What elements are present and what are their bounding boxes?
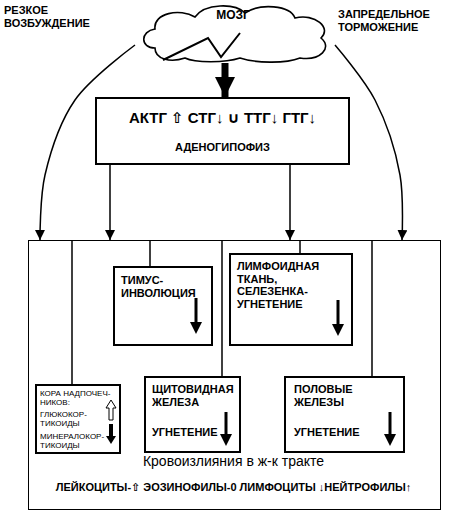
node-text: ГЛЮКОКОР- ТИКОИДЫ: [40, 410, 104, 428]
connector-arrow: [289, 165, 291, 240]
connector-line: [221, 240, 223, 376]
connector-line: [71, 240, 73, 384]
organ-box: КОРА НАДПОЧЕЧ- НИКОВ: ГЛЮКОКОР- ТИКОИДЫ МИ…: [35, 384, 121, 454]
organ-box: ЩИТОВИДНАЯ ЖЕЛЕЗА УГНЕТЕНИЕ: [144, 376, 241, 453]
annotation-label: РЕЗКОЕ ВОЗБУЖДЕНИЕ: [4, 4, 84, 30]
down-arrow-symbol: [332, 300, 344, 336]
gland-box: АКТГ ⇧ СТГ↓ ∪ ТТГ↓ ГТГ↓ АДЕНОГИПОФИЗ: [95, 97, 350, 165]
connector-arrow: [40, 45, 135, 240]
node-title: ЩИТОВИДНАЯ ЖЕЛЕЗА: [152, 383, 240, 408]
node-title: КОРА НАДПОЧЕЧ- НИКОВ:: [40, 389, 120, 407]
node-title: МОЗГ: [135, 9, 331, 23]
node-text: УГНЕТЕНИЕ: [294, 426, 384, 439]
down-arrow-symbol: [106, 424, 116, 444]
connector-arrow: [109, 165, 111, 240]
connector-arrow: [335, 45, 402, 240]
connector-line: [371, 240, 373, 376]
node-text: АДЕНОГИПОФИЗ: [100, 141, 345, 154]
node-text: МИНЕРАЛОКОР- ТИКОИДЫ: [40, 432, 104, 450]
down-arrow-symbol: [220, 412, 232, 446]
annotation-label: ЗАПРЕДЕЛЬНОЕ ТОРМОЖЕНИЕ: [338, 8, 448, 34]
node-title: ПОЛОВЫЕ ЖЕЛЕЗЫ: [294, 383, 384, 408]
down-arrow-symbol: [384, 412, 396, 446]
organ-box: ТИМУС- ИНВОЛЮЦИЯ: [113, 266, 213, 346]
lightning-symbol: [163, 33, 240, 60]
up-arrow-symbol: [106, 400, 116, 420]
organ-box: ПОЛОВЫЕ ЖЕЛЕЗЫ УГНЕТЕНИЕ: [284, 376, 405, 453]
effects-box: ТИМУС- ИНВОЛЮЦИЯ ЛИМФОИДНАЯ ТКАНЬ, СЕЛЕЗЕ…: [28, 240, 441, 510]
node-title: Кровоизлияния в ж-к тракте: [29, 453, 438, 469]
node-text: ЛЕЙКОЦИТЫ-⇧ ЭОЗИНОФИЛЫ-0 ЛИМФОЦИТЫ ↓НЕЙТ…: [31, 481, 436, 494]
organ-box: ЛИМФОИДНАЯ ТКАНЬ, СЕЛЕЗЕНКА- УГНЕТЕНИЕ: [229, 253, 353, 346]
node-title: АКТГ ⇧ СТГ↓ ∪ ТТГ↓ ГТГ↓: [100, 109, 345, 126]
node-title: ЛИМФОИДНАЯ ТКАНЬ, СЕЛЕЗЕНКА- УГНЕТЕНИЕ: [237, 260, 347, 311]
down-arrow-symbol: [190, 298, 202, 334]
connector-arrow: [222, 63, 229, 97]
node-title: ТИМУС- ИНВОЛЮЦИЯ: [121, 274, 206, 299]
connector-line: [149, 240, 151, 266]
brain-cloud: МОЗГ: [135, 3, 335, 63]
node-text: УГНЕТЕНИЕ: [152, 426, 232, 439]
connector-line: [299, 240, 301, 253]
